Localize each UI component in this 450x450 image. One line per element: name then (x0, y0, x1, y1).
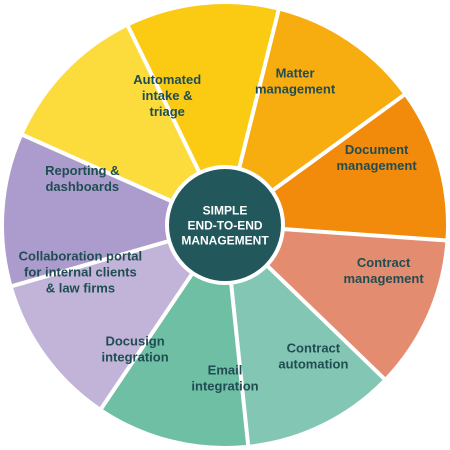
segment-reporting-dashboards (4, 136, 177, 284)
segment-collaboration-portal-label-line: for internal clients (24, 265, 137, 280)
center-hub (165, 165, 285, 285)
segment-contract-automation-label-line: automation (278, 357, 348, 372)
center-hub-label-line: MANAGEMENT (181, 234, 269, 248)
segment-matter-management-label-line: Matter (276, 66, 315, 81)
center-hub-label-line: SIMPLE (203, 204, 248, 218)
wheel-segments (4, 4, 446, 447)
center-hub-label-line: END-TO-END (187, 219, 262, 233)
segment-contract-management (268, 96, 446, 239)
segment-collaboration-portal-label-line: Collaboration portal (19, 249, 143, 264)
segment-automated-intake-label-line: triage (149, 104, 184, 119)
segment-automated-intake-label-line: intake & (142, 88, 193, 103)
segment-email-integration-label-line: integration (191, 379, 258, 394)
segment-reporting-dashboards-label: Reporting &dashboards (45, 163, 119, 194)
segment-collaboration-portal (13, 241, 195, 408)
segment-reporting-dashboards-label-line: dashboards (45, 179, 119, 194)
segment-document-management-label-line: Document (345, 142, 409, 157)
segment-matter-management (129, 4, 277, 178)
segment-reporting-dashboards-label-line: Reporting & (45, 163, 119, 178)
segment-docusign-integration-label-line: Docusign (105, 333, 164, 348)
segment-contract-management-label-line: management (343, 271, 424, 286)
segment-contract-automation (263, 230, 446, 378)
segment-contract-management-label-line: Contract (357, 255, 411, 270)
segment-collaboration-portal-label-line: & law firms (46, 281, 115, 296)
segment-docusign-integration-label-line: integration (102, 349, 169, 364)
segment-contract-automation-label-line: Contract (287, 341, 341, 356)
segment-email-integration-label-line: Email (208, 363, 243, 378)
segment-document-management (239, 11, 403, 193)
segment-automated-intake (23, 27, 201, 203)
segment-document-management-label-line: management (336, 158, 417, 173)
segment-automated-intake-label-line: Automated (133, 72, 201, 87)
segment-docusign-integration (103, 269, 247, 447)
segment-email-integration (232, 262, 383, 445)
segment-matter-management-label-line: management (255, 82, 336, 97)
